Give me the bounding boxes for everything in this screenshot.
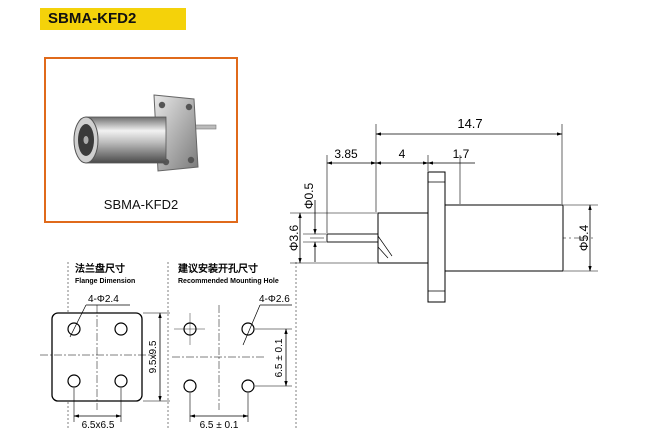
dim-body-dia: Φ5.4 [577,225,591,252]
mounting-dim-horizontal: 6.5 ± 0.1 [200,420,239,431]
dim-body: 4 [399,147,406,161]
dim-flange: 1.7 [453,147,470,161]
center-pin [326,233,380,243]
flange-hole [114,322,128,336]
photo-caption: SBMA-KFD2 [103,197,179,212]
front-body [377,212,429,264]
flange-hole [67,374,81,388]
dim-total: 14.7 [457,116,482,131]
product-photo-frame: SBMA-KFD2 [44,57,238,223]
flange-view: 法兰盘尺寸 Flange Dimension 4-Φ2.4 6.5x6.5 9.… [40,262,170,431]
flange-holes: 4-Φ2.4 [88,294,119,305]
connector-photo [73,94,217,172]
flange-title-cn: 法兰盘尺寸 [75,262,125,275]
flange-dim-horizontal: 6.5x6.5 [82,420,115,431]
mounting-view: 建议安装开孔尺寸 Recommended Mounting Hole 4-Φ2.… [172,262,297,431]
mounting-title-cn: 建议安装开孔尺寸 [177,262,258,275]
rear-body [444,204,564,272]
flange [427,171,446,303]
flange-hole [114,374,128,388]
side-view: 14.7 3.85 4 1.7 Φ0.5 Φ3.6 Φ5.4 [287,116,598,303]
mounting-hole [183,379,197,393]
mounting-hole [241,379,255,393]
product-title: SBMA-KFD2 [40,8,186,30]
dim-insulator-dia: Φ3.6 [287,225,301,252]
dim-pin: 3.85 [334,147,358,161]
mounting-holes: 4-Φ2.6 [259,294,290,305]
dim-pin-dia: Φ0.5 [302,183,316,210]
flange-dim-vertical: 9.5x9.5 [148,340,159,373]
mounting-dim-vertical: 6.5 ± 0.1 [274,338,285,377]
flange-title-en: Flange Dimension [75,278,135,285]
mounting-title-en: Recommended Mounting Hole [178,278,279,285]
connector-render [73,94,217,172]
